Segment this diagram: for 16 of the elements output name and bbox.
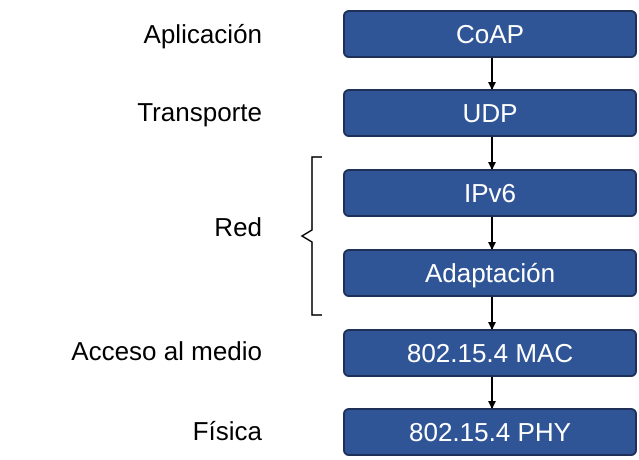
arrow — [488, 377, 496, 409]
layer-box: 802.15.4 MAC — [343, 329, 637, 377]
arrow — [488, 297, 496, 330]
layer-box: 802.15.4 PHY — [343, 408, 637, 456]
layer-box: IPv6 — [343, 169, 637, 217]
arrow — [488, 217, 496, 250]
layer-box: Adaptación — [343, 249, 637, 297]
layer-label: Aplicación — [143, 21, 262, 47]
arrow — [488, 58, 496, 90]
layer-label: Acceso al medio — [71, 338, 262, 364]
layer-label: Transporte — [137, 99, 262, 125]
layer-label: Red — [214, 214, 262, 240]
layer-box: UDP — [343, 89, 637, 137]
layer-box: CoAP — [343, 10, 637, 58]
layer-label: Física — [192, 418, 262, 444]
arrow — [488, 137, 496, 170]
